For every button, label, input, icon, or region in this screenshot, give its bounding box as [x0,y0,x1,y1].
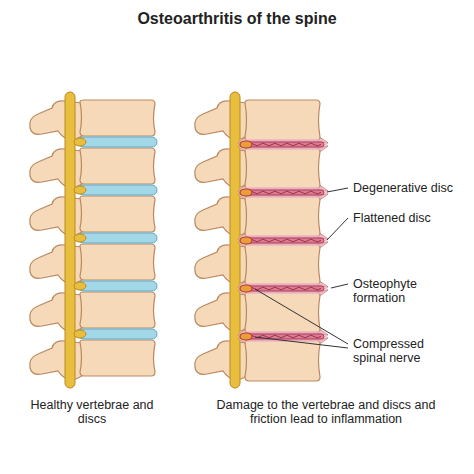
leader-line [255,289,348,344]
leader-line [331,284,348,288]
nerve-root [240,189,252,196]
vertebra-body [245,100,320,141]
nerve-root [74,330,86,338]
nerve-root [74,186,86,194]
vertebra-body [80,340,155,376]
part-label: Flattened disc [353,211,469,225]
vertebra-body [80,244,155,280]
nerve-root [240,285,252,292]
part-label: Osteophyte formation [353,277,435,305]
nerve-root [74,282,86,290]
vertebra-body [245,244,320,285]
figure-caption: Damage to the vertebrae and discs and fr… [212,398,440,426]
vertebra-body [80,148,155,184]
vertebra-body [80,100,155,136]
degenerative-disc [240,333,326,341]
healthy-disc [78,281,157,291]
vertebra-body [80,292,155,328]
part-label: Degenerative disc [353,181,469,195]
degenerative-disc [240,237,326,245]
nerve-root [74,234,86,242]
vertebra-body [245,340,320,381]
vertebra-body [245,148,320,189]
healthy-disc [78,329,157,339]
degenerative-disc [240,141,326,149]
healthy-disc [78,185,157,195]
vertebra-body [80,196,155,232]
healthy-disc [78,137,157,147]
healthy-spine [30,92,157,388]
spinal-cord [65,92,75,388]
nerve-root [240,333,252,340]
leader-line [327,188,348,192]
vertebra-body [245,196,320,237]
nerve-root [74,138,86,146]
nerve-root [240,141,252,148]
spinal-cord [230,92,240,388]
part-label: Compressed spinal nerve [353,337,435,365]
healthy-disc [78,233,157,243]
leader-lines [255,188,348,348]
diagram-title: Osteoarthritis of the spine [0,9,474,29]
leader-line [255,337,348,348]
nerve-root [240,237,252,244]
vertebra-body [245,292,320,333]
degenerative-disc [240,285,326,293]
degenerative-disc [240,189,326,197]
figure-caption: Healthy vertebrae and discs [22,398,162,426]
leader-line [327,218,348,240]
